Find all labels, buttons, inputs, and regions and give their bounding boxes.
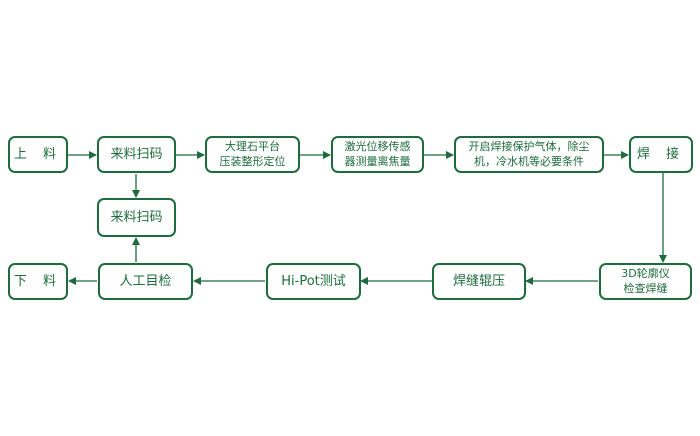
- node-welding: 焊 接: [629, 136, 693, 173]
- node-marble-platform: 大理石平台 压装整形定位: [205, 136, 300, 173]
- node-scan-top: 来料扫码: [97, 136, 176, 173]
- node-welding-label: 焊 接: [636, 146, 686, 162]
- node-load-label: 上 料: [13, 146, 63, 162]
- node-scan-mid-label: 来料扫码: [110, 209, 163, 225]
- node-laser-sensor: 激光位移传感 器测量离焦量: [331, 136, 424, 173]
- node-roll-press: 焊缝辊压: [432, 263, 526, 300]
- node-scan-top-label: 来料扫码: [110, 146, 163, 162]
- node-hipot-label: Hi-Pot测试: [281, 273, 346, 289]
- node-3d-profile: 3D轮廓仪 检查焊缝: [599, 263, 692, 300]
- node-unload: 下 料: [8, 263, 68, 300]
- node-unload-label: 下 料: [13, 273, 63, 289]
- node-hipot: Hi-Pot测试: [266, 263, 361, 300]
- node-scan-mid: 来料扫码: [97, 198, 176, 237]
- node-welding-gas: 开启焊接保护气体，除尘 机，冷水机等必要条件: [454, 136, 604, 173]
- node-load: 上 料: [8, 136, 68, 173]
- node-3d-profile-label: 3D轮廓仪 检查焊缝: [621, 266, 670, 295]
- node-marble-platform-label: 大理石平台 压装整形定位: [219, 139, 286, 168]
- node-visual-check-label: 人工目检: [119, 273, 172, 289]
- node-visual-check: 人工目检: [98, 263, 193, 300]
- node-welding-gas-label: 开启焊接保护气体，除尘 机，冷水机等必要条件: [468, 139, 590, 168]
- node-roll-press-label: 焊缝辊压: [452, 273, 505, 289]
- node-laser-sensor-label: 激光位移传感 器测量离焦量: [344, 139, 411, 168]
